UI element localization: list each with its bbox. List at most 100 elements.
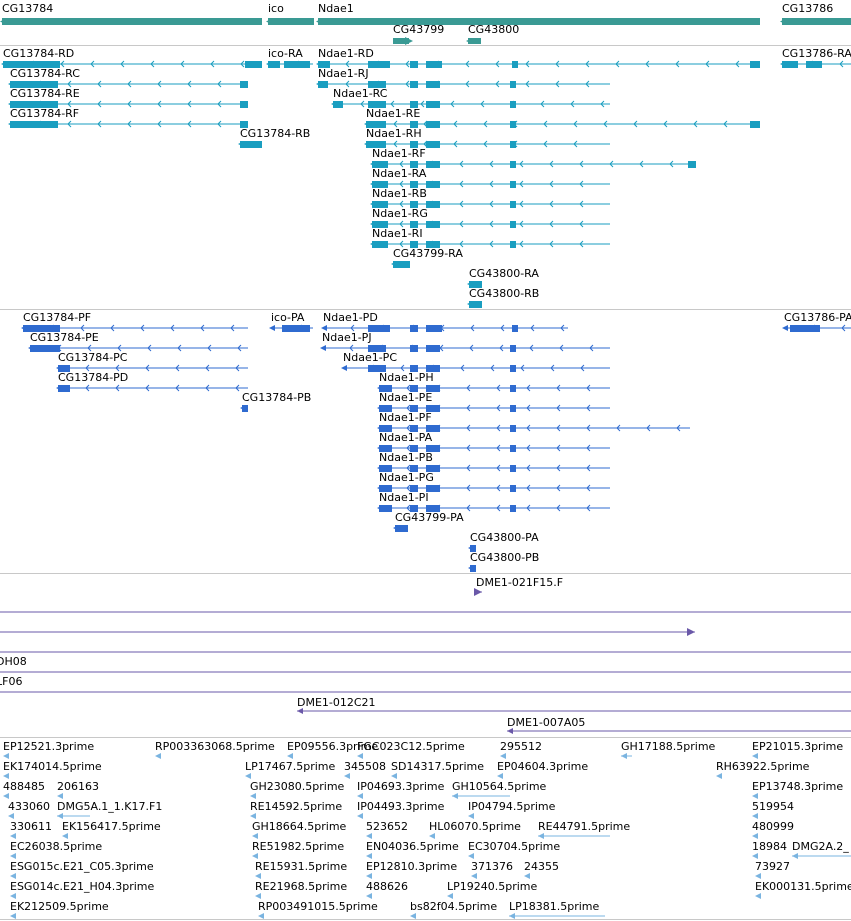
est-label[interactable]: LP19240.5prime xyxy=(447,880,538,893)
clone-label[interactable]: DH08 xyxy=(0,655,27,668)
est-label[interactable]: EK000131.5prime xyxy=(755,880,851,893)
gene-label[interactable]: CG13784 xyxy=(2,2,54,15)
protein-label[interactable]: Ndae1-PG xyxy=(379,471,434,484)
est-label[interactable]: IP04693.3prime xyxy=(357,780,445,793)
est-label[interactable]: EN04036.5prime xyxy=(366,840,459,853)
transcript-label[interactable]: Ndae1-RD xyxy=(318,47,374,60)
protein-label[interactable]: Ndae1-PC xyxy=(343,351,398,364)
clone-label[interactable]: DME1-007A05 xyxy=(507,716,586,729)
protein-label[interactable]: Ndae1-PI xyxy=(379,491,429,504)
est-label[interactable]: EK174014.5prime xyxy=(3,760,102,773)
transcript-label[interactable]: Ndae1-RB xyxy=(372,187,427,200)
est-label[interactable]: EP09556.3prime xyxy=(287,740,379,753)
est-label[interactable]: RP003491015.5prime xyxy=(258,900,378,913)
est-label[interactable]: 488626 xyxy=(366,880,408,893)
est-label[interactable]: EC30704.5prime xyxy=(468,840,561,853)
est-label[interactable]: 206163 xyxy=(57,780,99,793)
protein-label[interactable]: CG13784-PF xyxy=(23,311,92,324)
est-label[interactable]: DMG5A.1_1.K17.F1 xyxy=(57,800,163,813)
transcript-label[interactable]: Ndae1-RG xyxy=(372,207,428,220)
est-label[interactable]: EC26038.5prime xyxy=(10,840,103,853)
protein-label[interactable]: CG43800-PB xyxy=(470,551,540,564)
est-label[interactable]: ESG014c.E21_H04.3prime xyxy=(10,880,155,893)
est-label[interactable]: RE44791.5prime xyxy=(538,820,631,833)
transcript-label[interactable]: Ndae1-RC xyxy=(333,87,388,100)
protein-label[interactable]: CG13784-PE xyxy=(30,331,99,344)
est-label[interactable]: LP17467.5prime xyxy=(245,760,336,773)
protein-label[interactable]: Ndae1-PD xyxy=(323,311,378,324)
est-label[interactable]: SD14317.5prime xyxy=(391,760,484,773)
protein-label[interactable]: CG43799-PA xyxy=(395,511,464,524)
protein-label[interactable]: Ndae1-PA xyxy=(379,431,433,444)
protein-label[interactable]: ico-PA xyxy=(271,311,305,324)
est-label[interactable]: EP21015.3prime xyxy=(752,740,844,753)
est-label[interactable]: RE15931.5prime xyxy=(255,860,348,873)
protein-label[interactable]: Ndae1-PF xyxy=(379,411,432,424)
protein-label[interactable]: CG13784-PC xyxy=(58,351,128,364)
est-label[interactable]: 433060 xyxy=(8,800,50,813)
protein-label[interactable]: CG13784-PD xyxy=(58,371,129,384)
transcript-label[interactable]: CG43800-RB xyxy=(469,287,540,300)
transcript-label[interactable]: CG13784-RF xyxy=(10,107,80,120)
est-label[interactable]: GH10564.5prime xyxy=(452,780,547,793)
transcript-label[interactable]: ico-RA xyxy=(268,47,303,60)
est-label[interactable]: ESG015c.E21_C05.3prime xyxy=(10,860,154,873)
est-label[interactable]: RP003363068.5prime xyxy=(155,740,275,753)
transcript-label[interactable]: Ndae1-RF xyxy=(372,147,426,160)
est-label[interactable]: bs82f04.5prime xyxy=(410,900,498,913)
transcript-label[interactable]: CG13784-RD xyxy=(3,47,75,60)
est-label[interactable]: FGC023C12.5prime xyxy=(357,740,465,753)
est-label[interactable]: 371376 xyxy=(471,860,513,873)
protein-label[interactable]: CG43800-PA xyxy=(470,531,539,544)
gene-label[interactable]: CG13786 xyxy=(782,2,834,15)
est-label[interactable]: EP12810.3prime xyxy=(366,860,458,873)
est-label[interactable]: 480999 xyxy=(752,820,794,833)
transcript-label[interactable]: Ndae1-RE xyxy=(366,107,421,120)
est-label[interactable]: 73927 xyxy=(755,860,790,873)
est-label[interactable]: RH63922.5prime xyxy=(716,760,810,773)
protein-label[interactable]: Ndae1-PE xyxy=(379,391,433,404)
transcript-label[interactable]: CG13784-RC xyxy=(10,67,80,80)
est-label[interactable]: 523652 xyxy=(366,820,408,833)
est-label[interactable]: HL06070.5prime xyxy=(429,820,521,833)
est-label[interactable]: IP04493.3prime xyxy=(357,800,445,813)
est-label[interactable]: EP12521.3prime xyxy=(3,740,95,753)
transcript-label[interactable]: CG13786-RA xyxy=(782,47,851,60)
est-label[interactable]: 295512 xyxy=(500,740,542,753)
transcript-label[interactable]: CG43799-RA xyxy=(393,247,463,260)
est-label[interactable]: GH23080.5prime xyxy=(250,780,345,793)
est-label[interactable]: RE21968.5prime xyxy=(255,880,348,893)
clone-label[interactable]: LF06 xyxy=(0,675,23,688)
est-label[interactable]: 18984 xyxy=(752,840,787,853)
protein-label[interactable]: Ndae1-PB xyxy=(379,451,433,464)
est-label[interactable]: 345508 xyxy=(344,760,386,773)
est-label[interactable]: EP13748.3prime xyxy=(752,780,844,793)
transcript-label[interactable]: CG13784-RE xyxy=(10,87,80,100)
gene-label[interactable]: Ndae1 xyxy=(318,2,354,15)
est-label[interactable]: EP04604.3prime xyxy=(497,760,589,773)
transcript-label[interactable]: Ndae1-RH xyxy=(366,127,422,140)
est-label[interactable]: EK212509.5prime xyxy=(10,900,109,913)
protein-label[interactable]: CG13786-PA xyxy=(784,311,851,324)
est-label[interactable]: GH17188.5prime xyxy=(621,740,716,753)
est-label[interactable]: 330611 xyxy=(10,820,52,833)
transcript-label[interactable]: Ndae1-RI xyxy=(372,227,423,240)
gene-label[interactable]: CG43800 xyxy=(468,23,520,36)
est-label[interactable]: 488485 xyxy=(3,780,45,793)
est-label[interactable]: GH18664.5prime xyxy=(252,820,347,833)
est-label[interactable]: EK156417.5prime xyxy=(62,820,161,833)
est-label[interactable]: RE14592.5prime xyxy=(250,800,343,813)
est-label[interactable]: DMG2A.2_ xyxy=(792,840,849,853)
protein-label[interactable]: Ndae1-PH xyxy=(379,371,434,384)
transcript-label[interactable]: CG43800-RA xyxy=(469,267,539,280)
clone-label[interactable]: DME1-012C21 xyxy=(297,696,376,709)
transcript-label[interactable]: Ndae1-RJ xyxy=(318,67,369,80)
gene-label[interactable]: ico xyxy=(268,2,284,15)
transcript-label[interactable]: CG13784-RB xyxy=(240,127,311,140)
est-label[interactable]: LP18381.5prime xyxy=(509,900,600,913)
gene-label[interactable]: CG43799 xyxy=(393,23,445,36)
transcript-label[interactable]: Ndae1-RA xyxy=(372,167,427,180)
est-label[interactable]: RE51982.5prime xyxy=(252,840,345,853)
est-label[interactable]: IP04794.5prime xyxy=(468,800,556,813)
protein-label[interactable]: CG13784-PB xyxy=(242,391,312,404)
